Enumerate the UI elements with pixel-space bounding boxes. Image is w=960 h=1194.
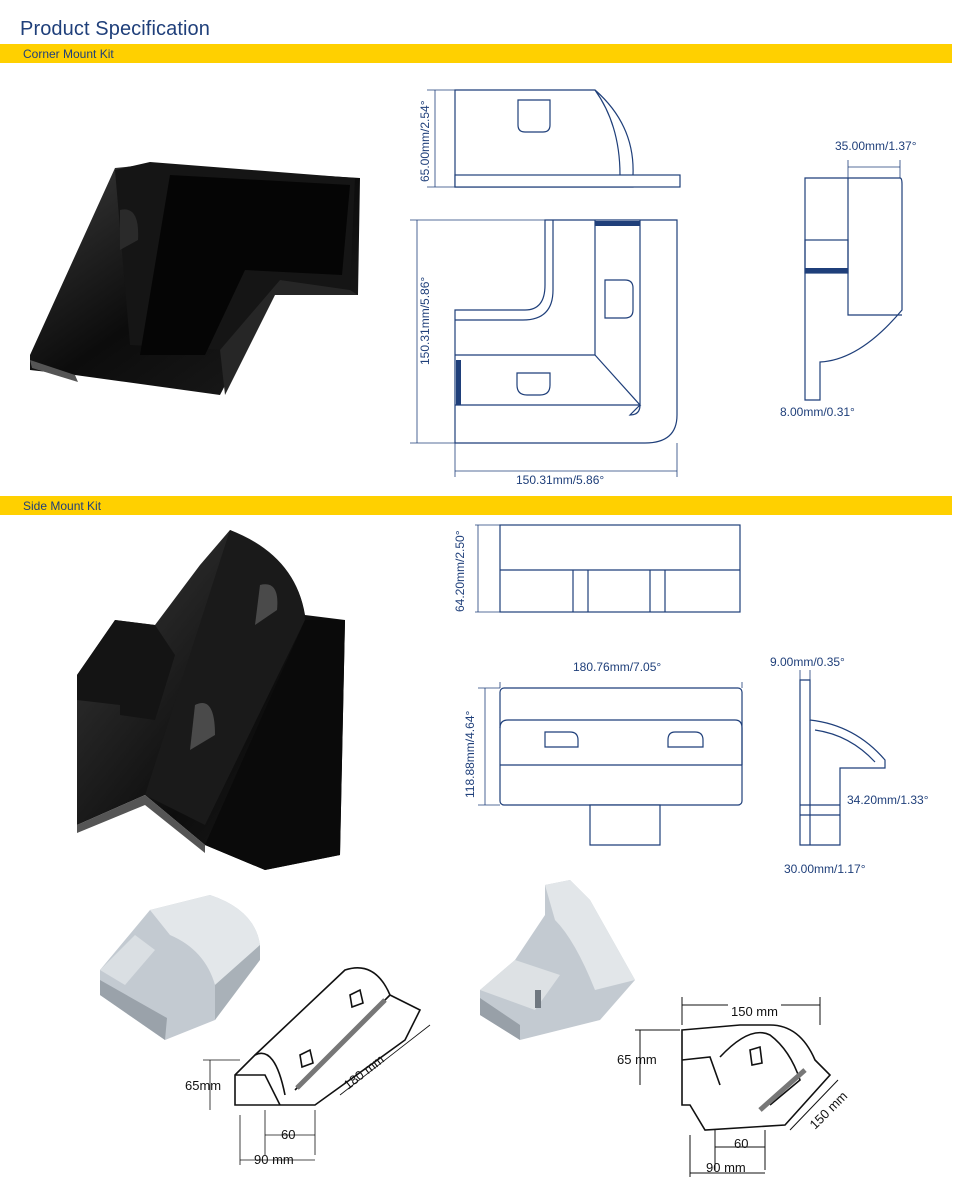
- sketch-corner-outer: 90 mm: [706, 1160, 746, 1175]
- sketch-side-height: 65mm: [185, 1078, 222, 1093]
- sketch-corner-width: 150 mm: [728, 1004, 781, 1019]
- corner-height-dim: 65.00mm/2.54°: [418, 100, 432, 182]
- sketch-corner-depth: 150 mm: [807, 1088, 851, 1132]
- side-height-dim: 64.20mm/2.50°: [453, 530, 467, 612]
- corner-base-label: 8.00mm/0.31°: [780, 405, 855, 419]
- side-kit-front-view: [475, 524, 741, 613]
- side-kit-plan-view: [478, 682, 743, 846]
- sketch-side-length-dim: 180 mm: [341, 1052, 387, 1093]
- side-step-label: 34.20mm/1.33°: [847, 793, 929, 807]
- corner-depth-label: 150.31mm/5.86°: [418, 277, 432, 365]
- side-kit-header: Side Mount Kit: [0, 496, 952, 515]
- corner-top-width-label: 35.00mm/1.37°: [835, 139, 917, 153]
- corner-kit-front-view: [427, 89, 681, 188]
- sketch-corner-height: 65 mm: [617, 1052, 657, 1067]
- corner-kit-header: Corner Mount Kit: [0, 44, 952, 63]
- side-length-label: 180.76mm/7.05°: [573, 660, 662, 674]
- side-base-label: 30.00mm/1.17°: [784, 862, 866, 876]
- sketch-side-inner: 60: [281, 1127, 296, 1142]
- side-height-label: 64.20mm/2.50°: [453, 530, 467, 612]
- side-depth-dim: 118.88mm/4.64°: [463, 711, 477, 798]
- corner-height-label: 65.00mm/2.54°: [418, 100, 432, 182]
- side-top-label: 9.00mm/0.35°: [770, 655, 845, 669]
- page-title: Product Specification: [20, 18, 210, 40]
- corner-kit-render: [480, 880, 635, 1040]
- corner-depth-dim: 150.31mm/5.86°: [418, 277, 432, 365]
- side-kit-label: Side Mount Kit: [23, 499, 102, 513]
- corner-kit-photo: [30, 162, 360, 395]
- side-kit-sketch: [203, 967, 431, 1165]
- corner-width-label: 150.31mm/5.86°: [516, 473, 605, 487]
- corner-kit-label: Corner Mount Kit: [23, 47, 114, 61]
- sketch-corner-inner: 60: [734, 1136, 749, 1151]
- corner-kit-side-view: [804, 160, 903, 401]
- sketch-corner-depth-dim: 150 mm: [807, 1088, 851, 1132]
- corner-kit-plan-view: [410, 219, 678, 477]
- side-kit-profile-view: [799, 670, 886, 846]
- sketch-side-outer: 90 mm: [254, 1152, 294, 1167]
- sketch-side-length: 180 mm: [341, 1052, 387, 1093]
- side-depth-label: 118.88mm/4.64°: [463, 711, 477, 798]
- side-kit-photo: [77, 530, 345, 870]
- side-kit-render: [100, 895, 260, 1040]
